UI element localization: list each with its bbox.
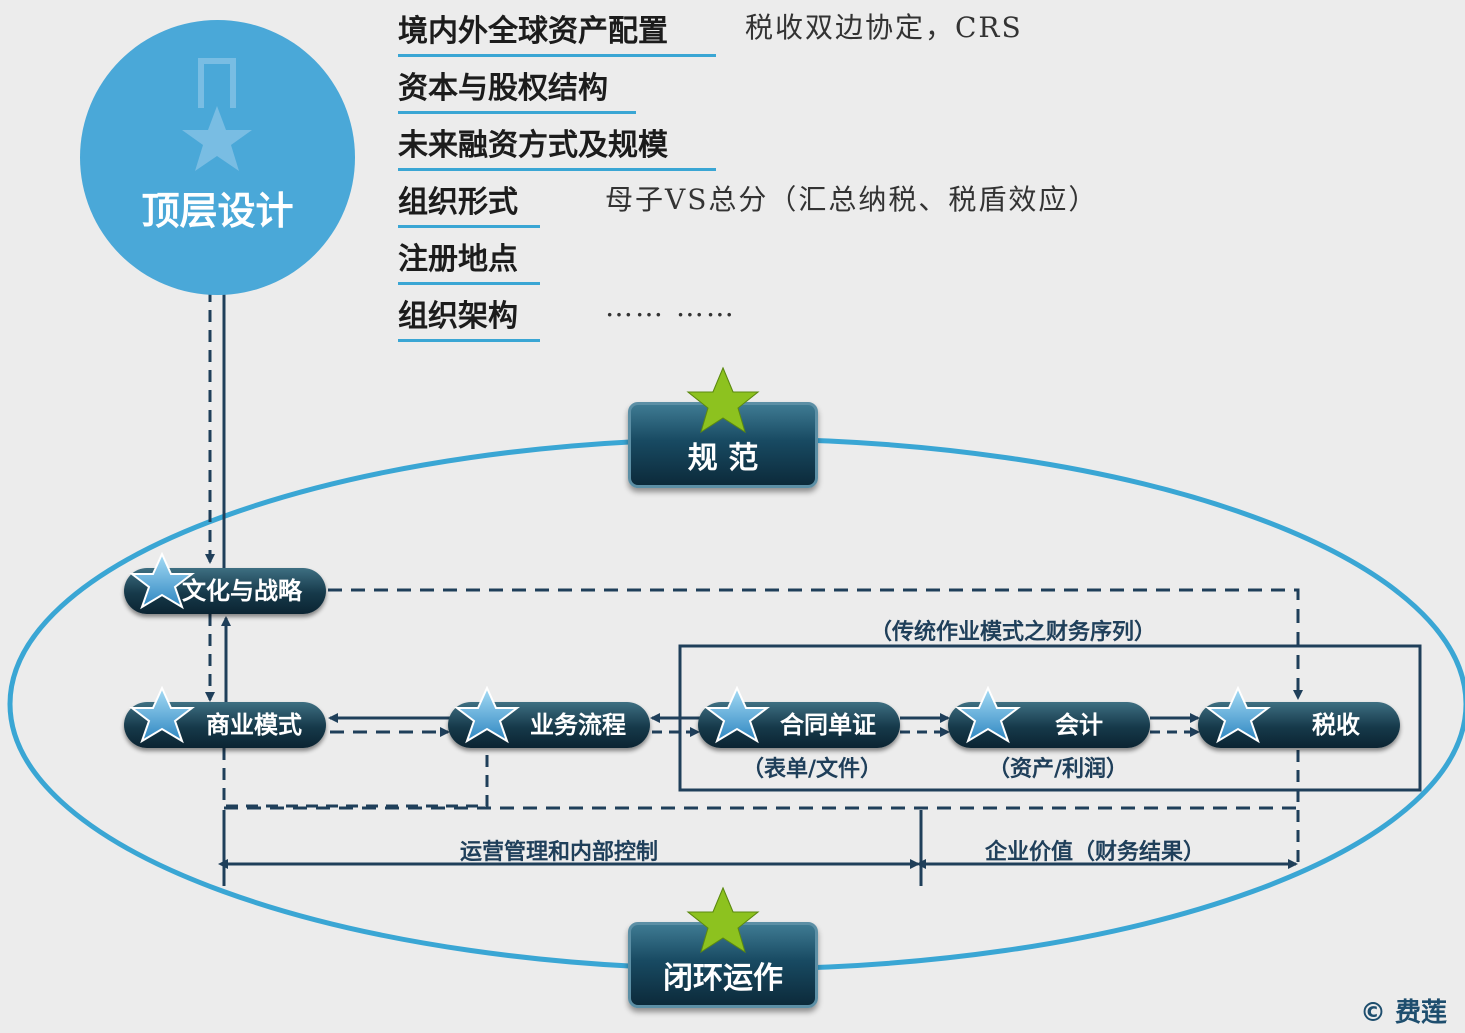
item-label-global-assets: 境内外全球资产配置 [398,6,716,57]
connector-culture-tax [328,588,1303,700]
node-accounting: 会计 [948,702,1150,748]
node-tax-label: 税收 [1312,711,1360,739]
top-design-title: 顶层设计 [141,189,294,233]
top-design-circle: 顶层设计 [80,20,355,295]
item-label-registration: 注册地点 [398,234,540,285]
node-tax: 税收 [1198,702,1400,748]
node-culture-strategy-label: 文化与战略 [182,577,302,605]
accounting-sublabel: （资产/利润） [988,757,1129,782]
node-contract-docs: 合同单证 [698,702,900,748]
badge-closed-loop-label: 闭环运作 [663,961,783,996]
item-label-financing: 未来融资方式及规模 [398,120,716,171]
span-left-caption: 运营管理和内部控制 [460,840,659,865]
item-note-org-structure: …… …… [605,290,736,323]
medal-ribbon-icon [198,58,236,108]
node-business-process: 业务流程 [448,702,650,748]
badge-norms-label: 规 范 [687,441,759,476]
item-note-org-form: 母子VS总分（汇总纳税、税盾效应） [605,183,1099,216]
finance-sequence-title: （传统作业模式之财务序列） [870,620,1157,645]
node-business-model: 商业模式 [124,702,326,748]
contract-sublabel: （表单/文件） [742,757,883,782]
item-note-global-assets: 税收双边协定，CRS [745,11,1023,44]
node-culture-strategy: 文化与战略 [124,568,326,614]
item-label-org-structure: 组织架构 [398,291,540,342]
node-accounting-label: 会计 [1055,711,1103,739]
green-star-icon [686,366,760,434]
green-star-icon [686,886,760,954]
node-business-process-label: 业务流程 [530,711,626,739]
bracket-bm-process [222,748,489,808]
node-contract-docs-label: 合同单证 [780,711,876,739]
medal-star-icon [182,106,252,171]
node-business-model-label: 商业模式 [206,711,302,739]
item-label-equity: 资本与股权结构 [398,63,636,114]
finance-sequence-box [678,644,1422,792]
item-label-org-form: 组织形式 [398,177,540,228]
span-right-caption: 企业价值（财务结果） [985,840,1206,865]
